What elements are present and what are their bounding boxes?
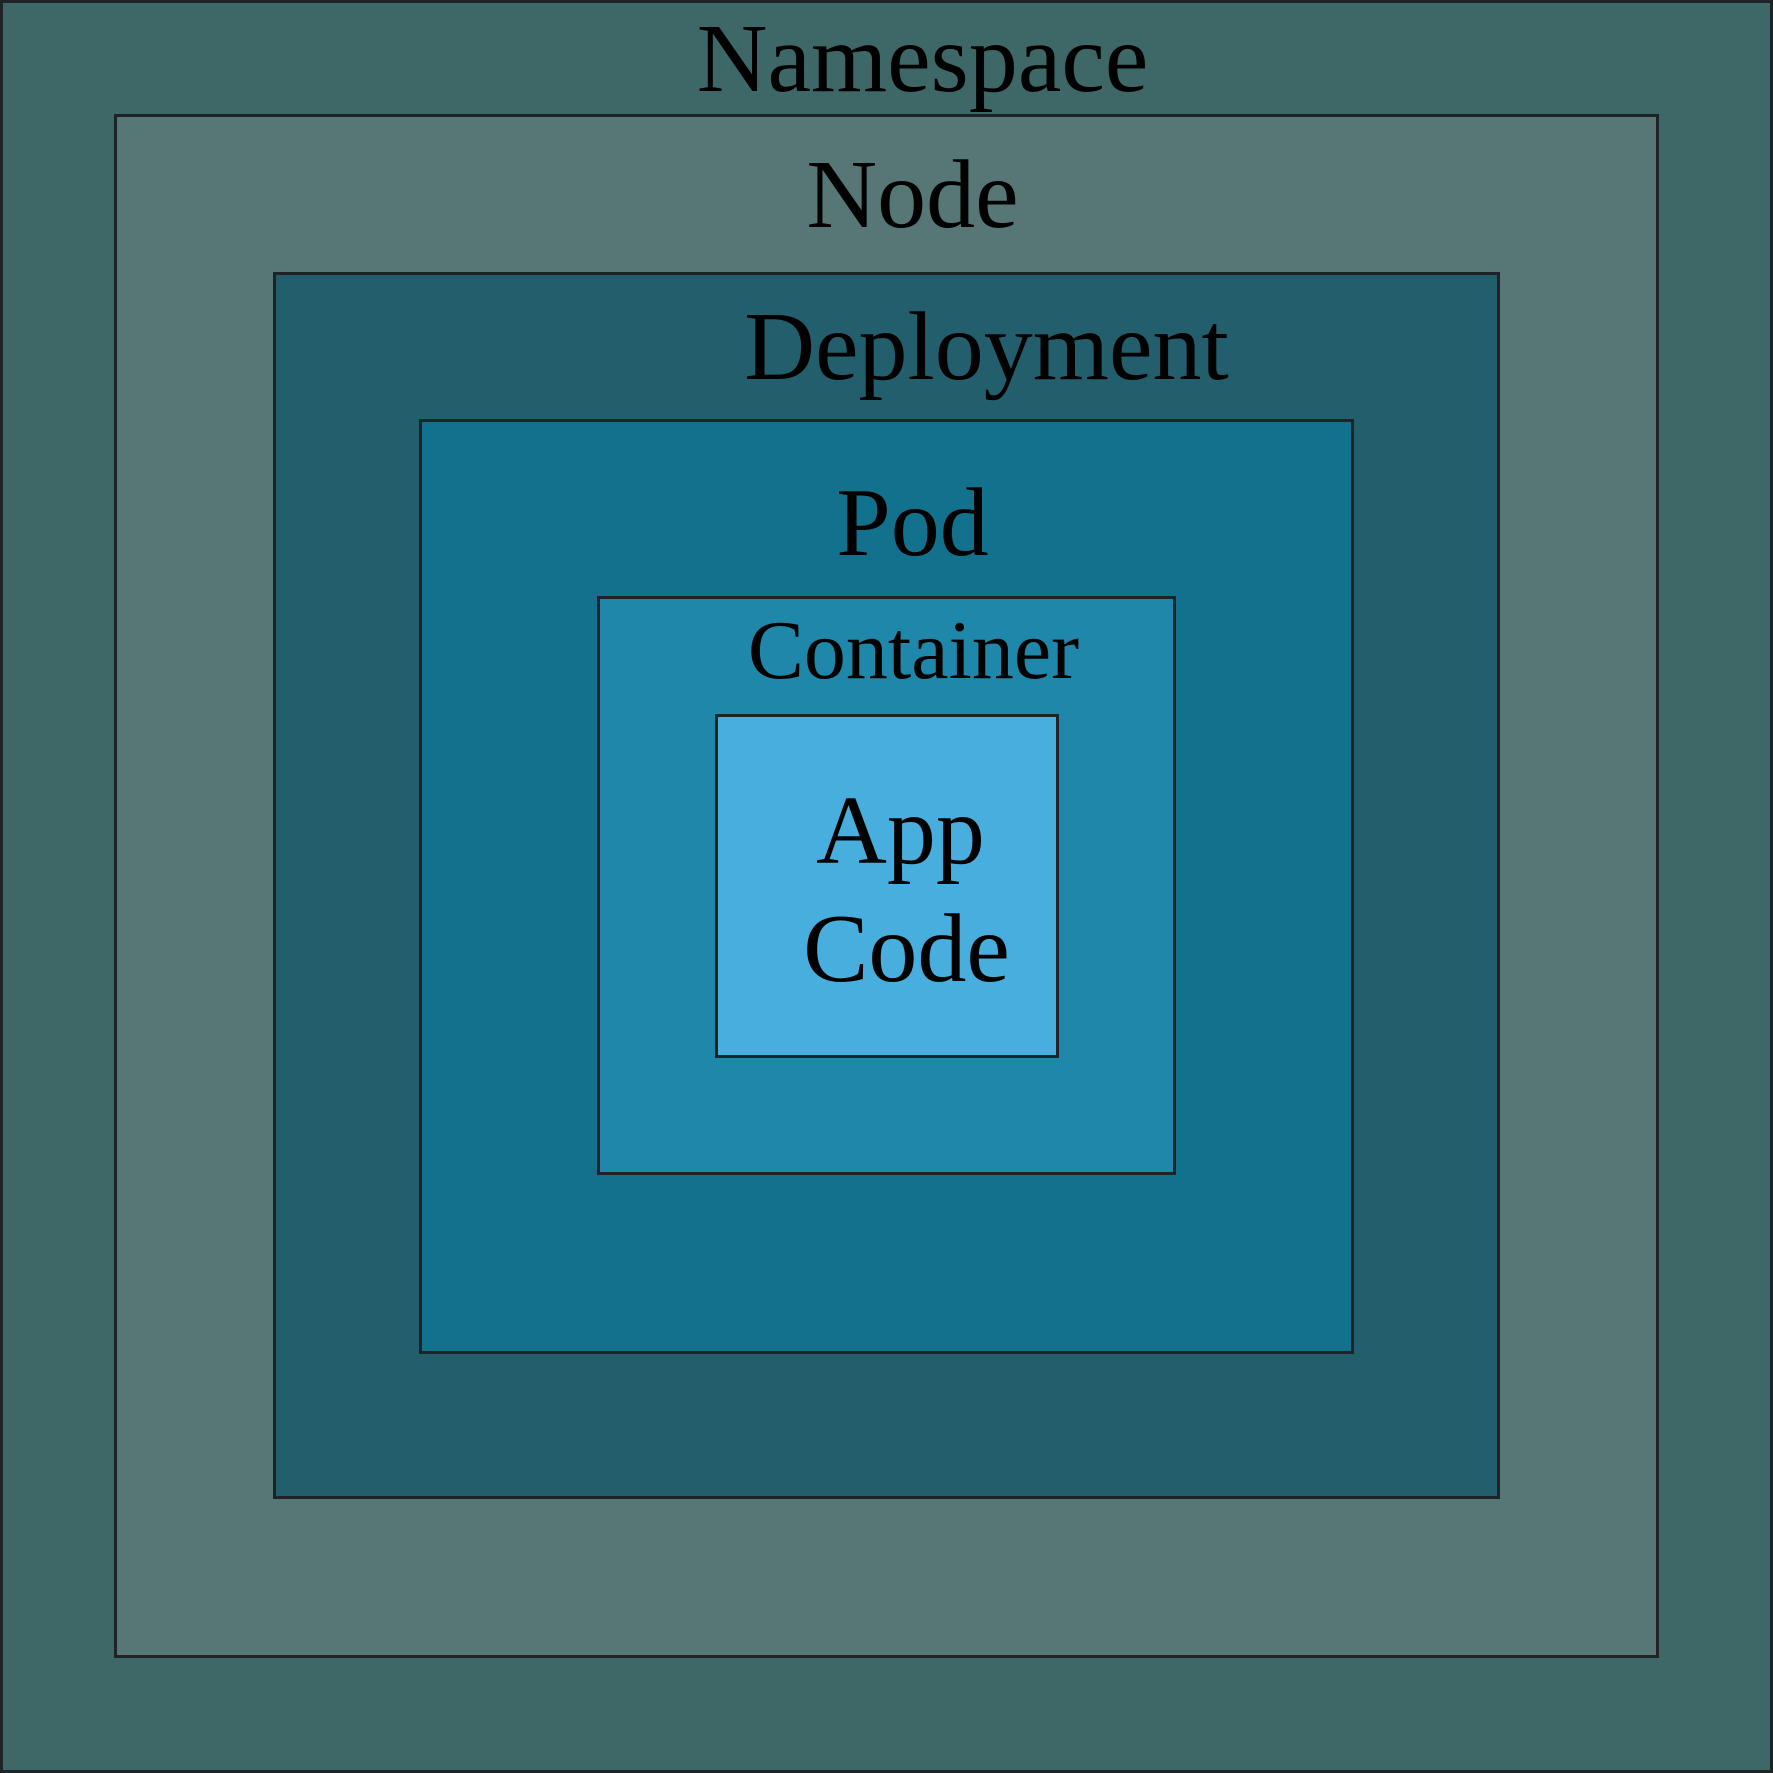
container-label: Container xyxy=(747,604,1080,697)
deployment-label: Deployment xyxy=(744,293,1229,401)
namespace-label: Namespace xyxy=(696,5,1149,113)
app-code-box xyxy=(715,714,1059,1058)
app-code-label-line-1: App xyxy=(816,777,985,885)
node-label: Node xyxy=(806,141,1019,249)
pod-label: Pod xyxy=(836,469,989,577)
app-code-label-line-2: Code xyxy=(803,895,1010,1003)
